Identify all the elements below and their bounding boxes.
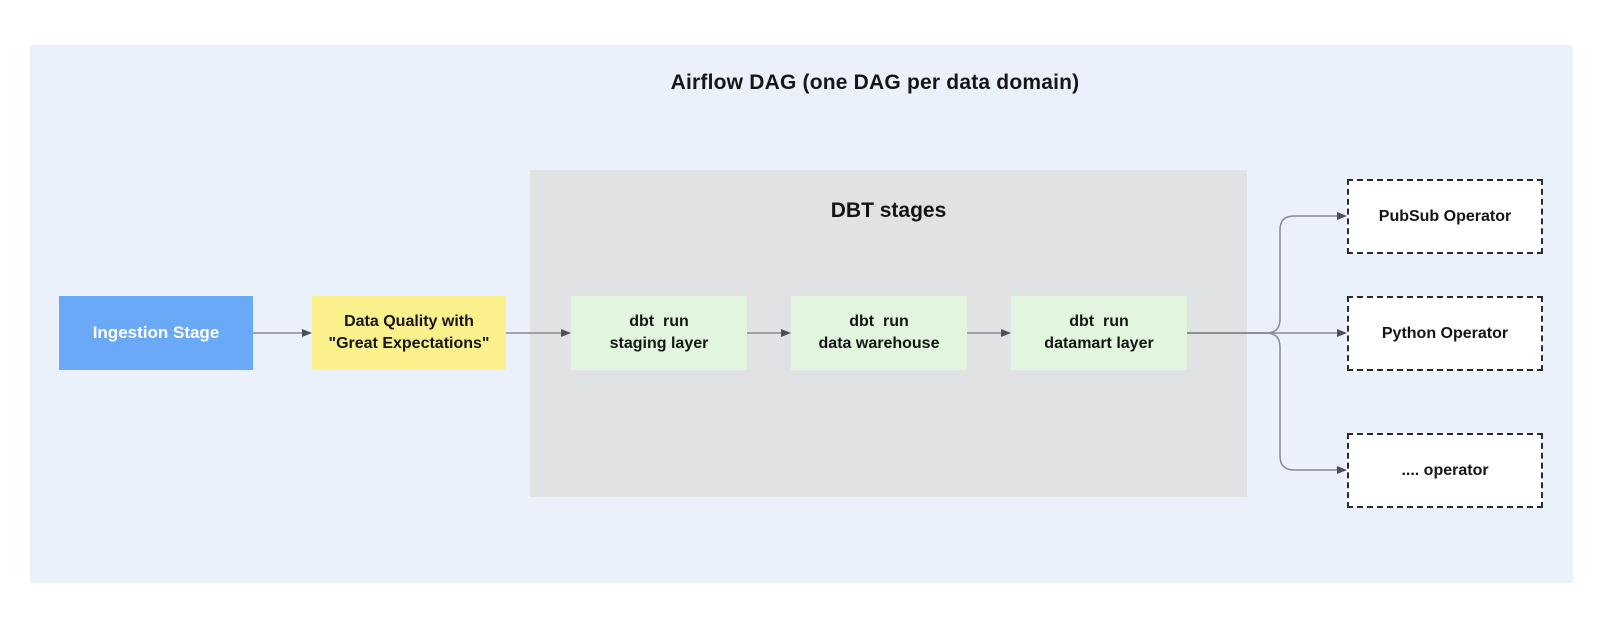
node-python-operator: Python Operator xyxy=(1347,296,1543,371)
node-other-operator: .... operator xyxy=(1347,433,1543,508)
node-pubsub-operator: PubSub Operator xyxy=(1347,179,1543,254)
node-ingestion-stage: Ingestion Stage xyxy=(59,296,253,370)
diagram-title: Airflow DAG (one DAG per data domain) xyxy=(670,71,1080,94)
node-data-quality: Data Quality with "Great Expectations" xyxy=(312,296,506,370)
node-dbt-run-datamart-layer: dbt run datamart layer xyxy=(1011,296,1187,370)
node-dbt-run-staging-layer: dbt run staging layer xyxy=(571,296,747,370)
dbt-stages-group-title: DBT stages xyxy=(830,199,947,222)
node-dbt-run-data-warehouse: dbt run data warehouse xyxy=(791,296,967,370)
